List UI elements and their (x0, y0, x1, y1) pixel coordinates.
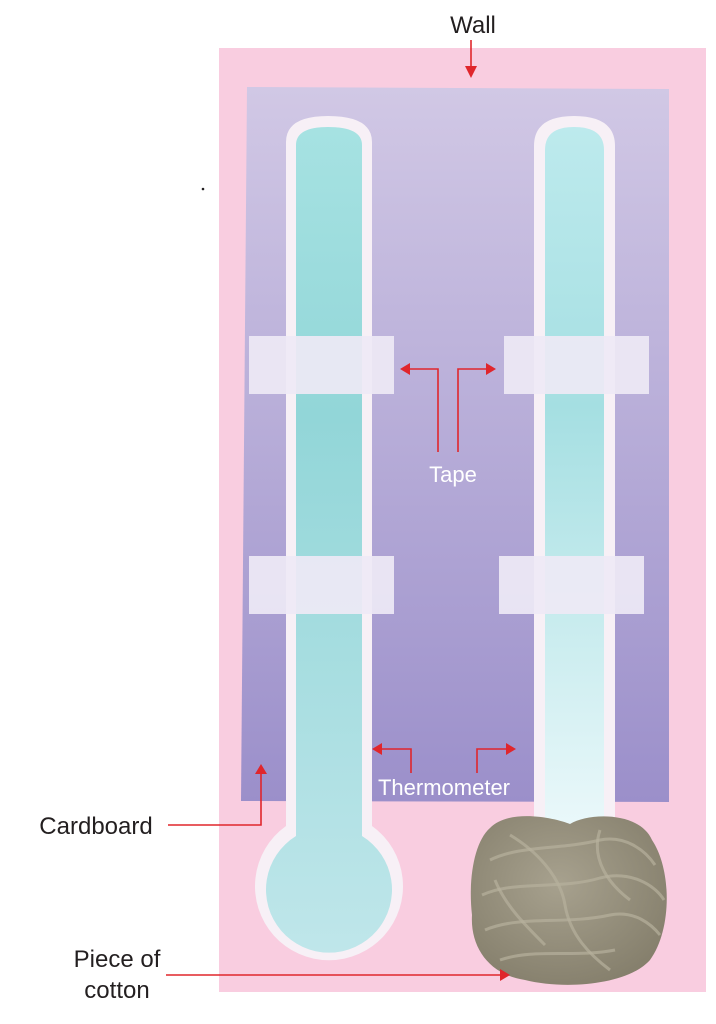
thermometer-arrow-right (476, 748, 508, 773)
wall-label: Wall (450, 12, 496, 39)
arrowheads (255, 66, 516, 981)
cardboard-arrow (168, 772, 262, 826)
stray-dot (201, 187, 205, 191)
right-thermometer (534, 116, 615, 826)
tape-arrow-left (408, 368, 439, 452)
tape-bottom-right (499, 556, 644, 614)
tape-label: Tape (429, 462, 477, 487)
tape-top-left (249, 336, 394, 394)
cardboard-label: Cardboard (39, 813, 152, 840)
cotton-piece (470, 816, 667, 985)
arrows (166, 40, 508, 976)
thermometer-arrow-left (380, 748, 412, 773)
tape-bottom-left (249, 556, 394, 614)
tape-top-right (504, 336, 649, 394)
tape-arrow-right (457, 368, 488, 452)
thermometer-label: Thermometer (378, 775, 510, 800)
cotton-label-line1: Piece of (74, 946, 161, 973)
cotton-label-line2: cotton (84, 977, 149, 1004)
left-thermometer (255, 116, 403, 961)
